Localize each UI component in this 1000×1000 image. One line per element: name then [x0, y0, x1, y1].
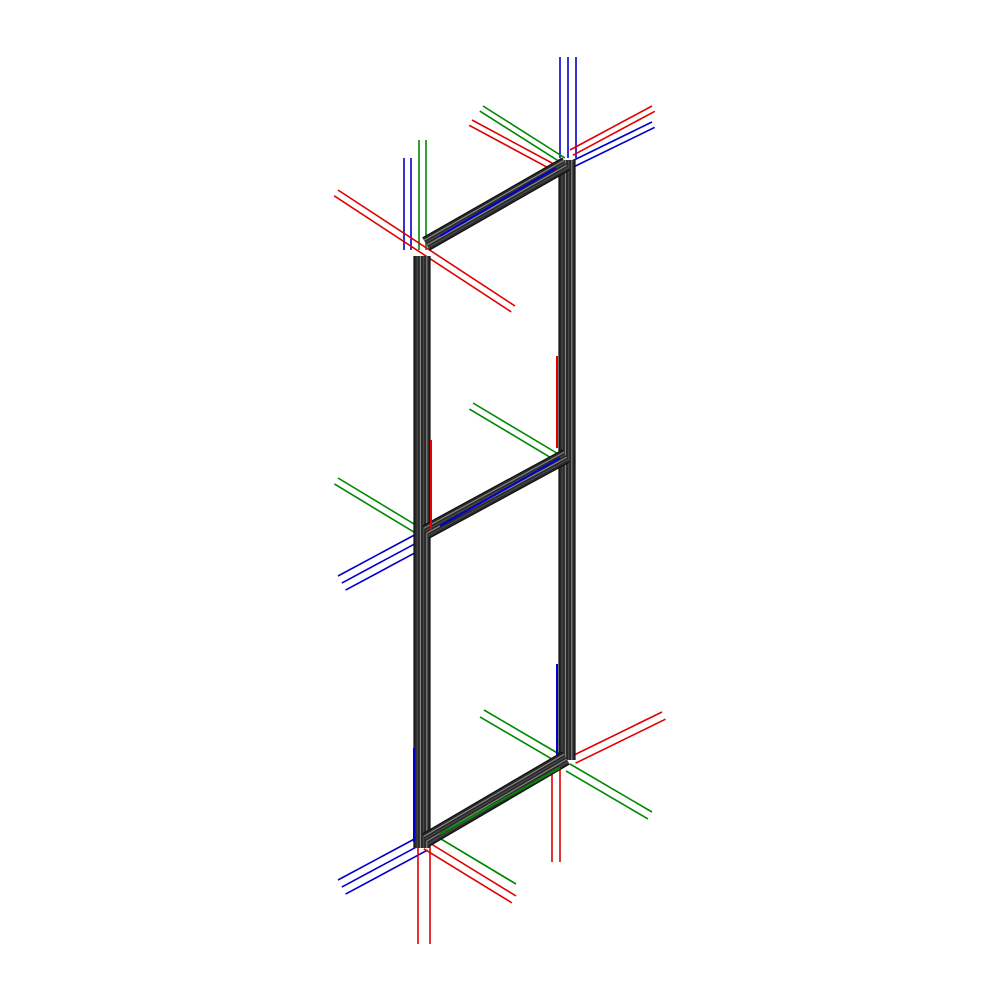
axis-middle-left-joint-2-stroke-2	[341, 538, 425, 584]
axis-bottom-right-joint-3-stroke-2	[565, 770, 649, 820]
axis-top-right-joint-2-stroke-1	[482, 105, 566, 159]
axis-triad-middle-right-joint	[468, 402, 561, 462]
top-rail-slot-4-stroke-1	[427, 167, 569, 249]
axis-bottom-left-joint-1-stroke-3	[345, 849, 428, 895]
axis-bottom-left-joint-2-stroke-2	[423, 848, 513, 904]
frame-members-layer	[413, 157, 576, 848]
axis-middle-left-joint-1-stroke-2	[333, 483, 421, 537]
bottom-rail-edge-stroke-2	[429, 763, 570, 847]
top-rail-slot-1-stroke-1	[423, 159, 565, 241]
axis-triads-layer	[333, 57, 666, 944]
axis-middle-right-joint-1-stroke-1	[472, 402, 561, 456]
top-rail-edge-stroke-1	[422, 157, 563, 239]
axis-bottom-right-joint-3-stroke-1	[569, 763, 653, 813]
axis-bottom-left-joint-1-stroke-1	[337, 835, 421, 881]
axis-top-right-joint-4-stroke-1	[569, 105, 653, 151]
top-rail-slot-3-stroke-1	[426, 164, 567, 246]
axis-bottom-left-joint-2-stroke-1	[427, 841, 517, 897]
axis-bottom-right-joint-2-stroke-1	[571, 711, 663, 757]
axis-top-right-joint-2-stroke-2	[479, 110, 563, 164]
axis-top-right-joint-4-stroke-2	[572, 110, 656, 156]
axis-highlight-6	[439, 167, 557, 237]
middle-rail-slot-4-stroke-1	[427, 459, 569, 537]
bottom-rail-edge-stroke-1	[422, 751, 563, 835]
axis-bottom-right-joint-2-stroke-2	[575, 718, 666, 764]
middle-rail-edge-stroke-2	[429, 461, 570, 539]
axis-bottom-right-joint-1-stroke-2	[479, 716, 563, 766]
axis-bottom-right-joint-1-stroke-1	[483, 709, 567, 759]
middle-rail-edge-stroke-1	[422, 449, 563, 527]
frame-member-left-post[interactable]	[413, 256, 431, 848]
axis-bottom-left-joint-1-stroke-2	[341, 842, 425, 888]
axis-top-right-joint-3-stroke-1	[471, 119, 566, 171]
axis-triad-bottom-left-joint	[337, 835, 517, 944]
bottom-rail-slot-2-stroke-1	[425, 756, 566, 840]
axis-top-left-joint-3-stroke-1	[337, 189, 516, 307]
axis-middle-left-joint-1-stroke-1	[337, 477, 425, 531]
axis-middle-left-joint-2-stroke-1	[337, 531, 421, 577]
axis-top-right-joint-5-stroke-1	[569, 121, 653, 163]
axis-triad-top-left-joint	[333, 140, 516, 313]
middle-rail-slot-1-stroke-1	[423, 451, 565, 529]
axis-highlights-layer	[413, 167, 561, 842]
axis-top-right-joint-5-stroke-2	[572, 126, 655, 169]
top-rail-edge-stroke-2	[429, 169, 570, 251]
axis-middle-right-joint-1-stroke-2	[468, 408, 557, 462]
axis-highlight-5	[439, 457, 561, 527]
axis-highlight-7	[439, 767, 561, 835]
bottom-rail-body-stroke-1	[422, 751, 570, 847]
axis-bottom-left-joint-3-stroke-2	[435, 835, 517, 885]
axis-triad-bottom-right-joint	[479, 709, 666, 862]
axis-top-left-joint-3-stroke-2	[333, 195, 512, 313]
bottom-rail-slot-1-stroke-1	[423, 753, 565, 837]
